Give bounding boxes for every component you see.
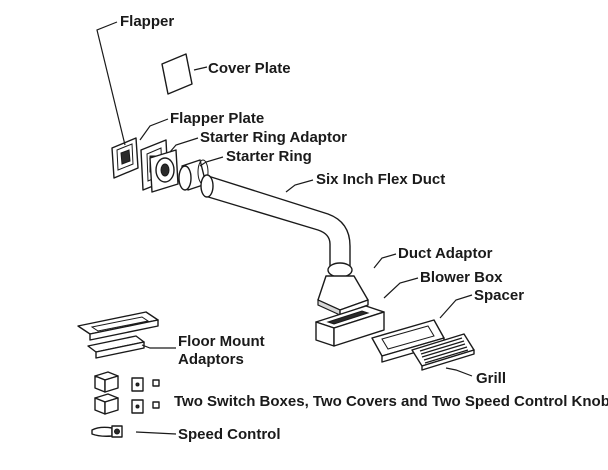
flapper-leader xyxy=(96,21,126,146)
speed-control-leader xyxy=(135,431,177,435)
speed-control-part xyxy=(91,425,123,438)
spacer-leader xyxy=(439,294,473,319)
label-spacer: Spacer xyxy=(474,287,524,304)
label-switch-boxes: Two Switch Boxes, Two Covers and Two Spe… xyxy=(174,393,608,410)
starter-ring-part xyxy=(178,159,209,191)
duct-adaptor-part xyxy=(317,262,369,316)
duct-adaptor-leader xyxy=(373,253,397,269)
cover-plate-part xyxy=(161,53,193,95)
label-grill: Grill xyxy=(476,370,506,387)
label-floor-mount-adaptors-line2: Adaptors xyxy=(178,351,244,368)
blower-box-part xyxy=(315,305,385,347)
blower-box-leader xyxy=(383,277,419,299)
label-starter-ring-adaptor: Starter Ring Adaptor xyxy=(200,129,347,146)
six-inch-flex-duct-leader xyxy=(285,179,314,193)
grill-part xyxy=(411,333,475,371)
label-speed-control: Speed Control xyxy=(178,426,281,443)
label-cover-plate: Cover Plate xyxy=(208,60,291,77)
flapper-plate-leader xyxy=(139,118,169,141)
grill-leader xyxy=(445,367,473,377)
starter-ring-adaptor-part xyxy=(149,149,179,193)
starter-ring-adaptor-leader xyxy=(169,137,199,153)
label-blower-box: Blower Box xyxy=(420,269,503,286)
label-duct-adaptor: Duct Adaptor xyxy=(398,245,493,262)
speed-control-knobs-part xyxy=(152,379,160,409)
label-starter-ring: Starter Ring xyxy=(226,148,312,165)
floor-mount-adaptors-leader xyxy=(141,344,176,349)
floor-mount-adaptors-part xyxy=(77,311,159,359)
grill-slats xyxy=(419,337,469,364)
label-flapper-plate: Flapper Plate xyxy=(170,110,264,127)
label-six-inch-flex-duct: Six Inch Flex Duct xyxy=(316,171,445,188)
cover-plate-leader xyxy=(193,66,208,71)
label-flapper: Flapper xyxy=(120,13,174,30)
label-floor-mount-adaptors-line1: Floor Mount xyxy=(178,333,265,350)
flex-duct-part xyxy=(200,174,351,269)
flapper-part xyxy=(111,137,139,179)
starter-ring-leader xyxy=(199,156,224,167)
switch-covers-part xyxy=(131,377,144,414)
switch-boxes-part xyxy=(94,371,119,415)
